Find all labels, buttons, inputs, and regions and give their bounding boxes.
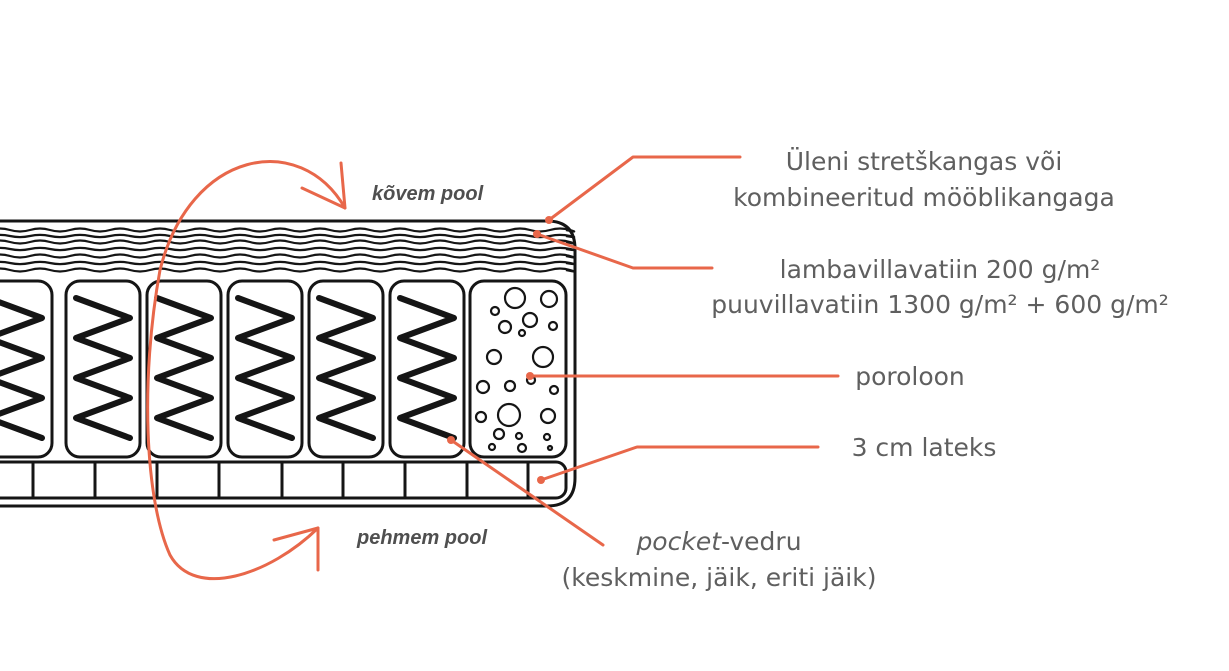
foam-bubble (539, 289, 559, 309)
foam-bubble (485, 348, 503, 366)
wool-leader-dot (533, 230, 541, 238)
foam-bubble (516, 442, 528, 454)
cover-wave-line (0, 267, 576, 273)
foam-bubble (521, 311, 539, 329)
spring-label-line1: pocket-vedru (635, 527, 801, 556)
spring-coil (397, 295, 457, 441)
flip-arrow-head-top (300, 161, 347, 210)
spring-coil (0, 299, 45, 441)
flip-arrow-head-bottom (272, 526, 320, 572)
spring-pocket (0, 279, 54, 459)
latex-leader-line (539, 445, 820, 482)
foam-bubble (503, 379, 517, 393)
foam-bubble (496, 402, 522, 428)
flip-arrow-curve (146, 160, 347, 580)
latex-layer (0, 460, 568, 500)
cover-wave-line (0, 253, 576, 259)
foam-bubble (497, 319, 513, 335)
latex-leader-dot (537, 476, 545, 484)
flip-arrow (146, 160, 347, 580)
mattress-outline (0, 219, 577, 508)
spring-coil (154, 295, 214, 441)
foam-bubble (503, 286, 527, 310)
foam-bubble (492, 427, 506, 441)
foam-bubble (474, 410, 488, 424)
foam-bubble (539, 407, 557, 425)
callout-leaders (447, 155, 840, 547)
spring-label-line2: (keskmine, jäik, eriti jäik) (562, 563, 877, 592)
foam-bubble (548, 384, 560, 396)
spring-pocket (226, 279, 304, 459)
spring-pocket (388, 279, 466, 459)
spring-leader-dot (447, 436, 455, 444)
foam-bubble (547, 320, 559, 332)
cover-label-line1: Üleni stretškangas või (786, 147, 1063, 176)
cover-leader-dot (545, 216, 553, 224)
spring-pocket (307, 279, 385, 459)
foam-bubble (546, 444, 554, 452)
foam-bubble (531, 345, 555, 369)
foam-label: poroloon (855, 362, 965, 391)
mattress-cross-section (0, 219, 577, 508)
foam-block-outline (468, 279, 568, 459)
quilted-cover-layer (0, 227, 576, 273)
spring-pocket (64, 279, 142, 459)
foam-leader-dot (526, 372, 534, 380)
spring-label-rest: -vedru (721, 527, 802, 556)
foam-bubble (514, 431, 524, 441)
foam-bubbles (474, 286, 560, 454)
cover-wave-line (0, 233, 576, 239)
pocket-springs (0, 279, 466, 459)
cover-wave-line (0, 239, 576, 245)
spring-coil (235, 295, 295, 441)
cover-wave-line (0, 260, 576, 266)
spring-label-emphasis: pocket (635, 527, 722, 556)
latex-layer-outline (0, 460, 568, 500)
foam-bubble (487, 442, 497, 452)
cover-wave-line (0, 246, 576, 252)
foam-bubble (517, 328, 527, 338)
latex-label: 3 cm lateks (852, 433, 997, 462)
bottom-side-label: pehmem pool (356, 527, 487, 549)
spring-coil (316, 295, 376, 441)
foam-block (468, 279, 568, 459)
top-side-label: kõvem pool (372, 183, 484, 205)
cover-wave-line (0, 227, 576, 233)
cover-leader-line (547, 155, 742, 222)
foam-bubble (475, 379, 491, 395)
spring-pocket (145, 279, 223, 459)
spring-coil (73, 295, 133, 441)
cover-label-line2: kombineeritud mööblikangaga (733, 183, 1115, 212)
foam-bubble (542, 432, 552, 442)
foam-bubble (489, 305, 501, 317)
wool-label-line2: puuvillavatiin 1300 g/m² + 600 g/m² (711, 290, 1169, 319)
wool-label-line1: lambavillavatiin 200 g/m² (780, 255, 1101, 284)
spring-leader-line (449, 438, 605, 547)
wool-leader-line (535, 232, 714, 270)
